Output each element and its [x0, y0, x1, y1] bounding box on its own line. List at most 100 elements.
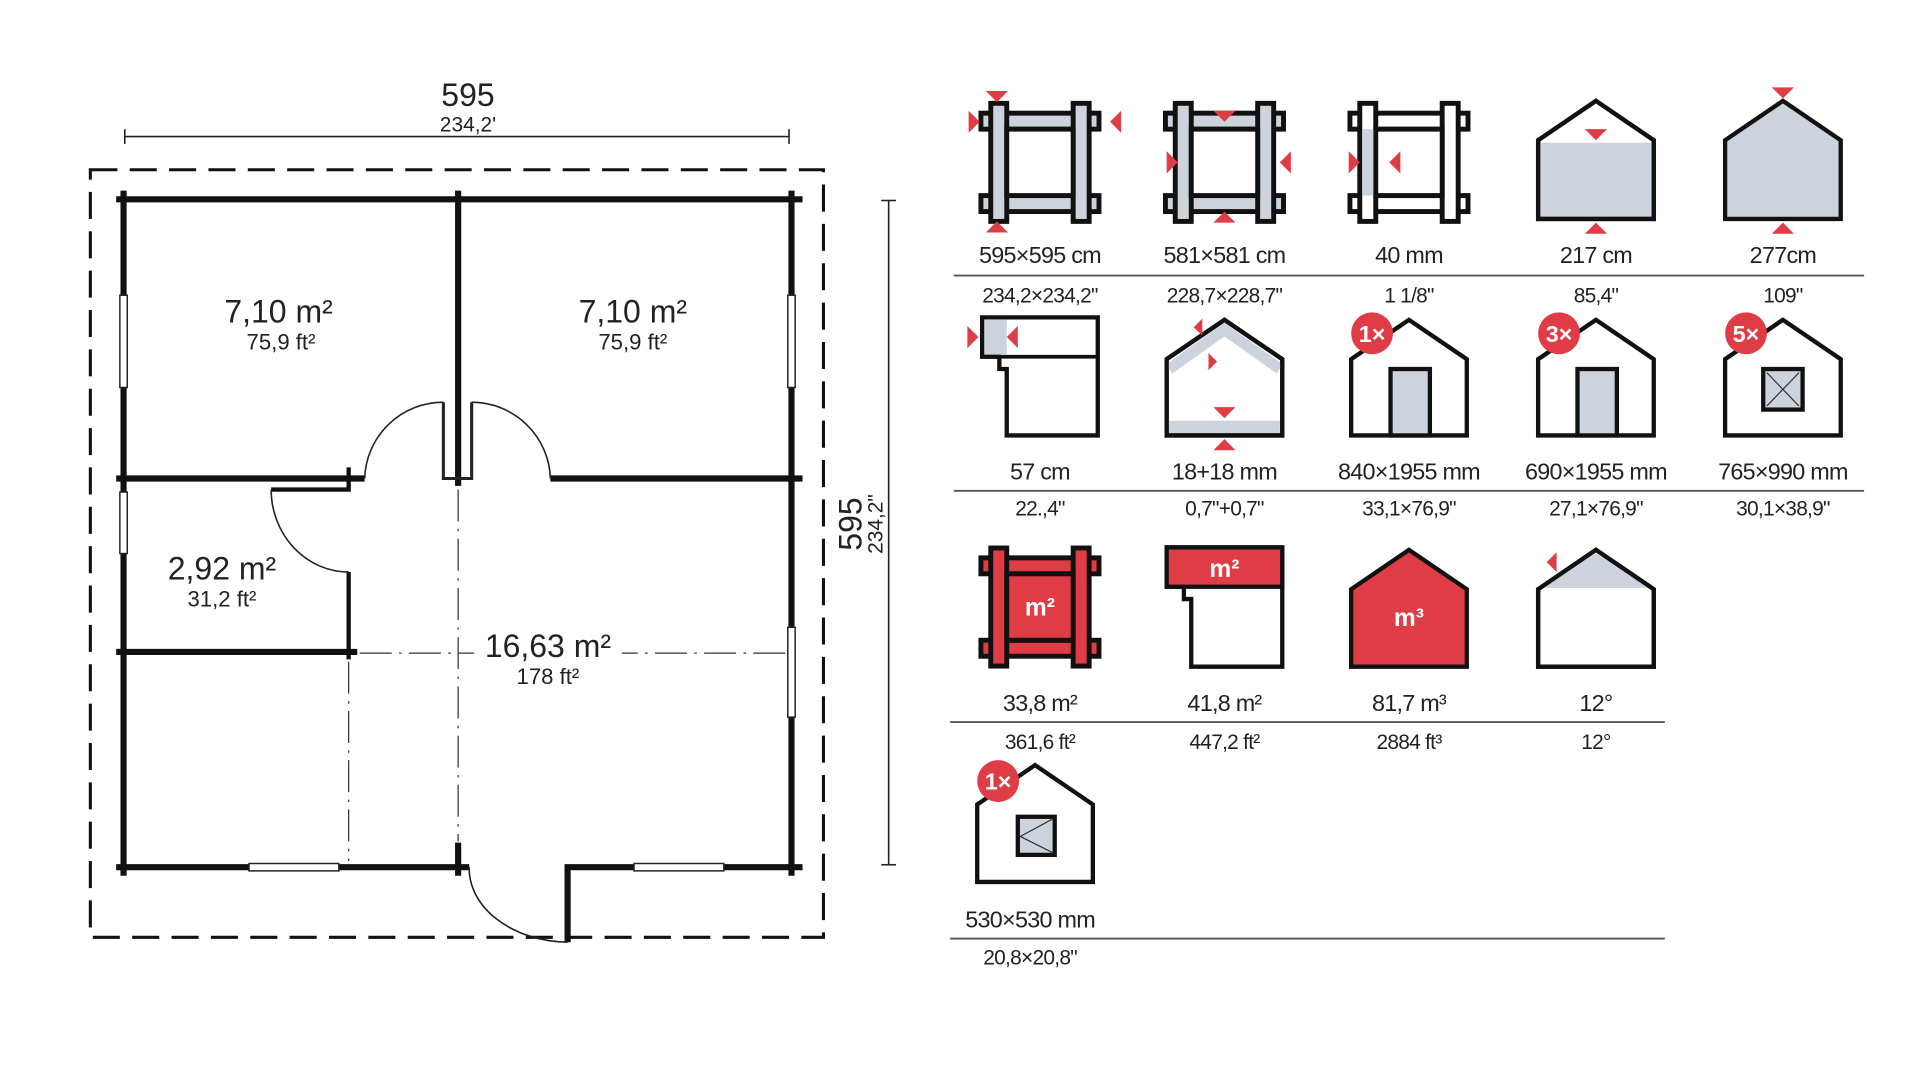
floor-area-icon: m² — [978, 545, 1102, 669]
quantity-badge-label: 1× — [985, 769, 1012, 795]
spec-item: 3× 690×1955 mm 27,1×76,9" — [1525, 312, 1668, 520]
roof-area-icon: m² — [1164, 545, 1285, 669]
wall-height-icon — [1535, 98, 1656, 234]
unit-label: m³ — [1394, 605, 1424, 632]
spec-value: 530×530 mm — [965, 906, 1095, 932]
spec-value: 765×990 mm — [1718, 459, 1848, 485]
spec-item: m² 41,8 m² 447,2 ft² — [1164, 545, 1285, 754]
quantity-badge-label: 5× — [1733, 321, 1760, 347]
arrow-marker — [1584, 222, 1608, 234]
spec-value: 690×1955 mm — [1525, 459, 1667, 485]
spec-item: 1× 840×1955 mm 33,1×76,9" — [1338, 312, 1481, 520]
arrow-marker — [1213, 211, 1236, 223]
room-area-ft2: 178 ft² — [517, 664, 580, 689]
arrow-marker — [1584, 129, 1608, 141]
room-area-m2: 7,10 m² — [579, 293, 688, 329]
spec-item: 18+18 mm 0,7"+0,7" — [1164, 317, 1285, 520]
outer-dimensions-icon — [968, 91, 1122, 233]
room-area-m2: 16,63 m² — [485, 628, 612, 664]
room-area-ft2: 31,2 ft² — [188, 586, 257, 611]
spec-imperial-value: 447,2 ft² — [1189, 731, 1260, 754]
quantity-badge-label: 1× — [1359, 321, 1386, 347]
width-in: 234,2' — [440, 114, 496, 137]
arrow-marker — [1166, 151, 1178, 174]
quantity-badge — [1351, 312, 1393, 355]
arrow-marker — [985, 221, 1008, 233]
unit-label: m² — [1209, 556, 1239, 583]
spec-value: 581×581 cm — [1164, 242, 1286, 268]
spec-imperial-value: 12° — [1581, 731, 1611, 754]
spec-value: 41,8 m² — [1187, 690, 1262, 716]
spec-item: 57 cm 22.,4" — [967, 315, 1100, 520]
arrow-marker — [1193, 318, 1203, 336]
arrow-marker — [985, 91, 1008, 103]
arrow-marker — [1110, 110, 1122, 133]
spec-value: 12° — [1579, 690, 1612, 716]
door-swing — [363, 401, 444, 479]
quantity-badge — [1725, 312, 1767, 355]
spec-value: 840×1955 mm — [1338, 459, 1480, 485]
room-area-m2: 7,10 m² — [224, 293, 333, 329]
arrow-marker — [1006, 325, 1018, 349]
door-swing — [468, 867, 568, 944]
arrow-marker — [1279, 151, 1291, 174]
volume-icon: m³ — [1349, 547, 1469, 669]
quantity-badge — [1538, 312, 1580, 355]
spec-imperial-value: 30,1×38,9" — [1736, 497, 1830, 520]
wall-thickness-icon — [1347, 100, 1471, 224]
spec-imperial-value: 22.,4" — [1015, 497, 1065, 520]
room-area-ft2: 75,9 ft² — [247, 329, 316, 354]
spec-value: 18+18 mm — [1172, 459, 1277, 485]
spec-imperial-value: 33,1×76,9" — [1362, 497, 1456, 520]
arrow-marker — [1348, 151, 1360, 174]
quantity-badge-label: 3× — [1546, 321, 1573, 347]
roof-floor-thickness-icon — [1164, 317, 1285, 451]
door-icon: 1× — [1349, 312, 1469, 438]
unit-label: m² — [1025, 595, 1055, 622]
depth-cm: 595 — [833, 497, 869, 550]
spec-item: 581×581 cm 228,7×228,7" — [1162, 100, 1291, 308]
spec-imperial-value: 20,8×20,8" — [983, 946, 1077, 969]
inner-dimensions-icon — [1162, 100, 1291, 224]
windows — [119, 294, 796, 872]
arrow-marker — [1389, 151, 1401, 174]
arrow-marker — [968, 110, 980, 133]
small-window-icon: 1× — [975, 760, 1096, 885]
arrow-marker — [1546, 552, 1557, 572]
roof-outline — [88, 168, 825, 939]
spec-item: 217 cm 85,4" — [1535, 98, 1656, 308]
arrow-marker — [1213, 407, 1236, 419]
spec-item: 40 mm1 1/8" — [1347, 100, 1471, 308]
arrow-marker — [1771, 87, 1794, 99]
spec-value: 40 mm — [1375, 242, 1443, 268]
spec-imperial-value: 2884 ft³ — [1376, 731, 1442, 754]
spec-imperial-value: 85,4" — [1574, 285, 1619, 308]
doors — [270, 401, 568, 944]
arrow-marker — [1213, 110, 1236, 122]
roof-angle-icon — [1535, 547, 1656, 669]
arrow-marker — [967, 325, 979, 349]
spec-item: 5× 765×990 mm 30,1×38,9" — [1718, 312, 1848, 520]
arrow-marker — [1213, 439, 1236, 451]
door-swing — [471, 401, 552, 479]
arrow-marker — [1208, 353, 1218, 371]
room-area-m2: 2,92 m² — [168, 550, 277, 586]
floor-plan: 595 234,2' 595 234,2" — [88, 77, 897, 944]
spec-imperial-value: 27,1×76,9" — [1549, 497, 1643, 520]
spec-value: 277cm — [1750, 242, 1816, 268]
width-cm: 595 — [441, 77, 494, 113]
spec-item: 12° 12° — [1535, 547, 1656, 754]
spec-imperial-value: 0,7"+0,7" — [1185, 497, 1264, 520]
spec-value: 217 cm — [1560, 242, 1632, 268]
spec-value: 57 cm — [1010, 459, 1070, 485]
door-shape — [1575, 366, 1620, 438]
spec-item: 1× 530×530 mm 20,8×20,8" — [965, 760, 1096, 969]
spec-imperial-value: 228,7×228,7" — [1167, 285, 1283, 308]
door-icon: 3× — [1535, 312, 1656, 438]
